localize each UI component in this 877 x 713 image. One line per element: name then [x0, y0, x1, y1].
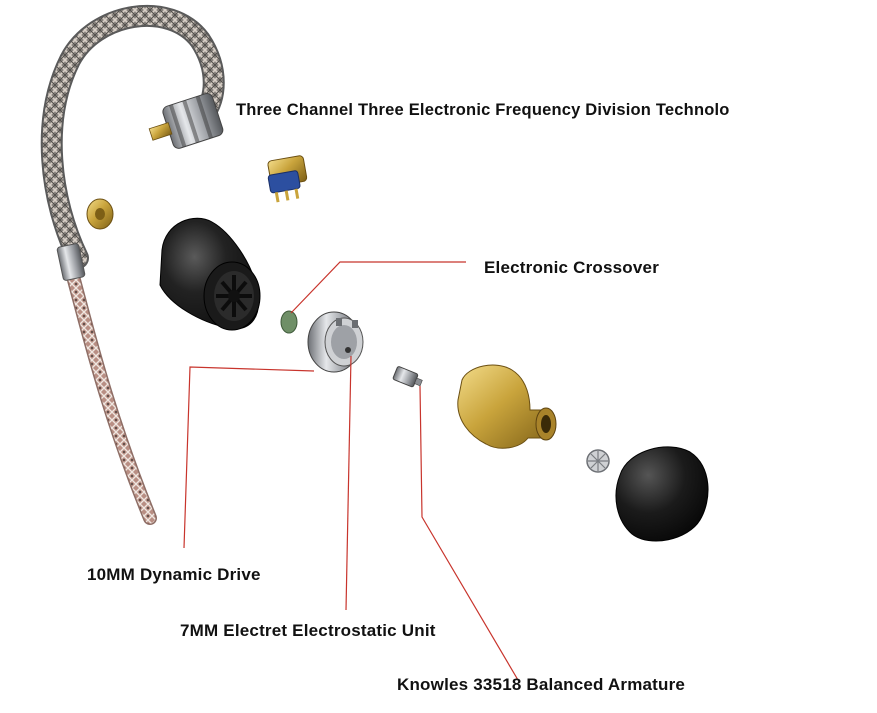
label-electret-unit: 7MM Electret Electrostatic Unit — [180, 621, 436, 640]
brass-nut — [86, 198, 114, 230]
crossover-board — [280, 310, 298, 334]
leader-dynamic — [183, 366, 315, 549]
label-balanced-armature: Knowles 33518 Balanced Armature — [397, 675, 686, 694]
leader-armature — [419, 385, 519, 681]
label-electronic-crossover: Electronic Crossover — [484, 258, 660, 277]
brass-nozzle — [457, 364, 557, 449]
connector-socket — [267, 155, 308, 203]
balanced-armature — [392, 366, 423, 388]
diagram-title: Three Channel Three Electronic Frequency… — [236, 101, 730, 119]
cable-slider — [56, 243, 86, 281]
leader-crossover — [290, 261, 466, 314]
cable — [40, 4, 225, 525]
dynamic-driver — [307, 311, 364, 373]
filter-mesh — [586, 449, 610, 473]
leader-electret — [345, 355, 352, 611]
label-dynamic-drive: 10MM Dynamic Drive — [87, 565, 261, 584]
earphone-shell — [159, 217, 261, 331]
ear-tip — [615, 446, 709, 542]
leader-lines — [183, 261, 519, 681]
mmcx-plug — [148, 93, 224, 149]
